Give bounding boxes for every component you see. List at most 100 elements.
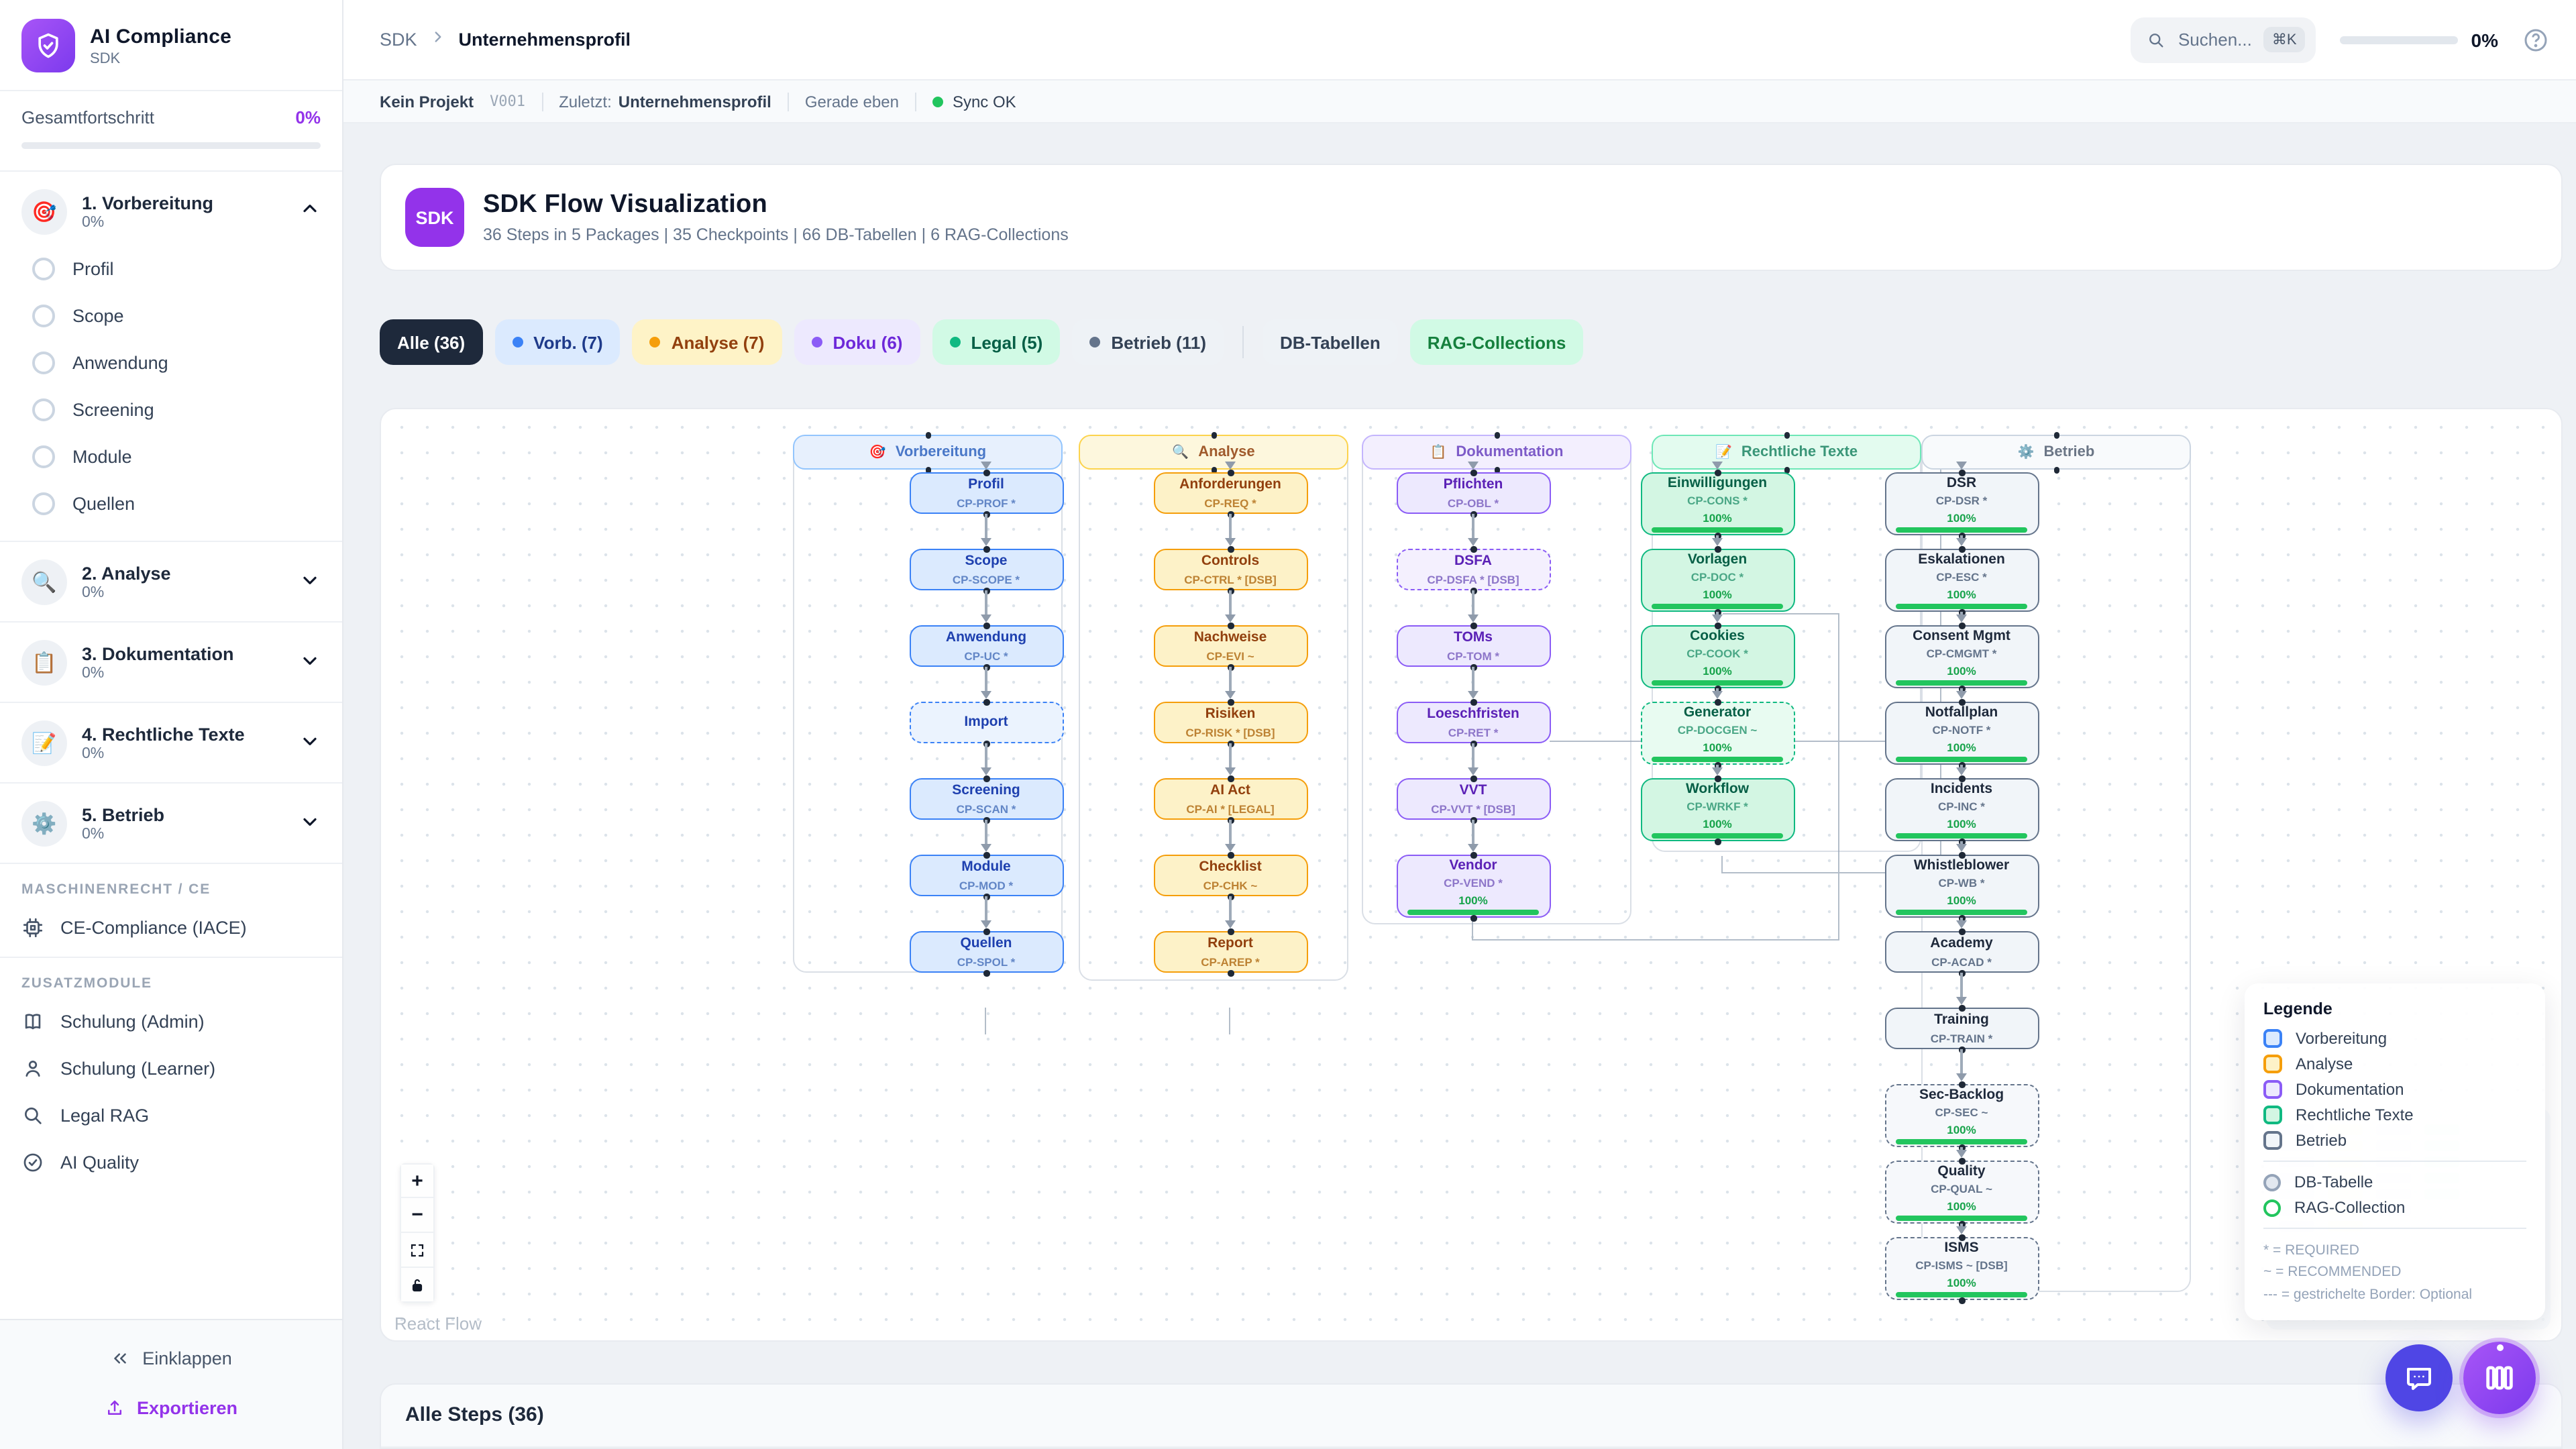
filter-chip[interactable]: DB-Tabellen (1263, 319, 1398, 365)
zoom-out-button[interactable]: − (400, 1198, 435, 1233)
sidebar-step-item[interactable]: Profil (0, 246, 342, 292)
filter-chip[interactable]: Betrieb (11) (1072, 319, 1224, 365)
chevron-down-icon[interactable] (299, 810, 321, 838)
node-handle (1228, 852, 1234, 858)
package-header[interactable]: 🔍Analyse (1079, 435, 1348, 470)
search-shortcut-badge: ⌘K (2263, 27, 2305, 52)
flow-edge (1716, 535, 1719, 539)
node-title: AI Act (1210, 782, 1250, 799)
sidebar-step-item[interactable]: Scope (0, 292, 342, 339)
chevron-up-icon[interactable] (299, 198, 321, 226)
filter-chip[interactable]: Legal (5) (932, 319, 1061, 365)
collapse-sidebar-button[interactable]: Einklappen (21, 1338, 321, 1379)
react-flow-attribution[interactable]: React Flow (394, 1313, 482, 1334)
search-input[interactable]: Suchen... ⌘K (2131, 17, 2316, 62)
sidebar-item-schulung-admin-[interactable]: Schulung (Admin) (0, 998, 342, 1045)
node-title: Quality (1937, 1163, 1986, 1180)
package-header[interactable]: 📝Rechtliche Texte (1652, 435, 1921, 470)
sidebar-step-item[interactable]: Screening (0, 386, 342, 433)
node-code: CP-SEC ~ (1935, 1106, 1988, 1120)
sidebar-item-legal-rag[interactable]: Legal RAG (0, 1092, 342, 1139)
node-code: CP-VVT * [DSB] (1431, 802, 1515, 816)
panel-toggle-button[interactable] (2463, 1342, 2536, 1414)
filter-chip[interactable]: Alle (36) (380, 319, 483, 365)
filter-chip[interactable]: Vorb. (7) (494, 319, 621, 365)
sidebar-step-item[interactable]: Quellen (0, 480, 342, 527)
chevron-down-icon[interactable] (299, 568, 321, 596)
chevron-down-icon[interactable] (299, 729, 321, 757)
status-bar: Kein Projekt V001 Zuletzt: Unternehmensp… (343, 80, 2576, 123)
chat-button[interactable] (2385, 1344, 2453, 1411)
package-header[interactable]: 📋Dokumentation (1362, 435, 1631, 470)
help-button[interactable] (2522, 26, 2549, 53)
filter-chip[interactable]: RAG-Collections (1409, 319, 1584, 365)
person-icon (25, 1061, 40, 1077)
header-progress: 0% (2339, 29, 2498, 50)
filter-chip[interactable]: Analyse (7) (632, 319, 782, 365)
lock-button[interactable] (400, 1268, 435, 1303)
package-header[interactable]: 🎯Vorbereitung (793, 435, 1063, 470)
breadcrumb-root[interactable]: SDK (380, 30, 417, 50)
export-button[interactable]: Exportieren (21, 1387, 321, 1429)
flow-edge (985, 820, 987, 845)
filter-dot (949, 337, 961, 347)
filter-chip[interactable]: Doku (6) (794, 319, 920, 365)
zoom-in-button[interactable]: + (400, 1163, 435, 1198)
sidebar-item-ai-quality[interactable]: AI Quality (0, 1139, 342, 1186)
flow-node-import[interactable]: Import (909, 702, 1063, 743)
sidebar-step-item[interactable]: Module (0, 433, 342, 480)
package-header-label: Rechtliche Texte (1741, 444, 1858, 460)
sidebar-item-ce-compliance[interactable]: CE-Compliance (IACE) (0, 904, 342, 951)
chevron-down-icon[interactable] (299, 649, 321, 677)
last-time: Gerade eben (804, 92, 899, 111)
fit-view-button[interactable] (400, 1233, 435, 1268)
sidebar-item-schulung-learner-[interactable]: Schulung (Learner) (0, 1045, 342, 1092)
section-title: 1. Vorbereitung (82, 193, 214, 213)
node-handle (1228, 775, 1234, 782)
flow-edge (1473, 939, 1839, 941)
sidebar-step-item[interactable]: Anwendung (0, 339, 342, 386)
